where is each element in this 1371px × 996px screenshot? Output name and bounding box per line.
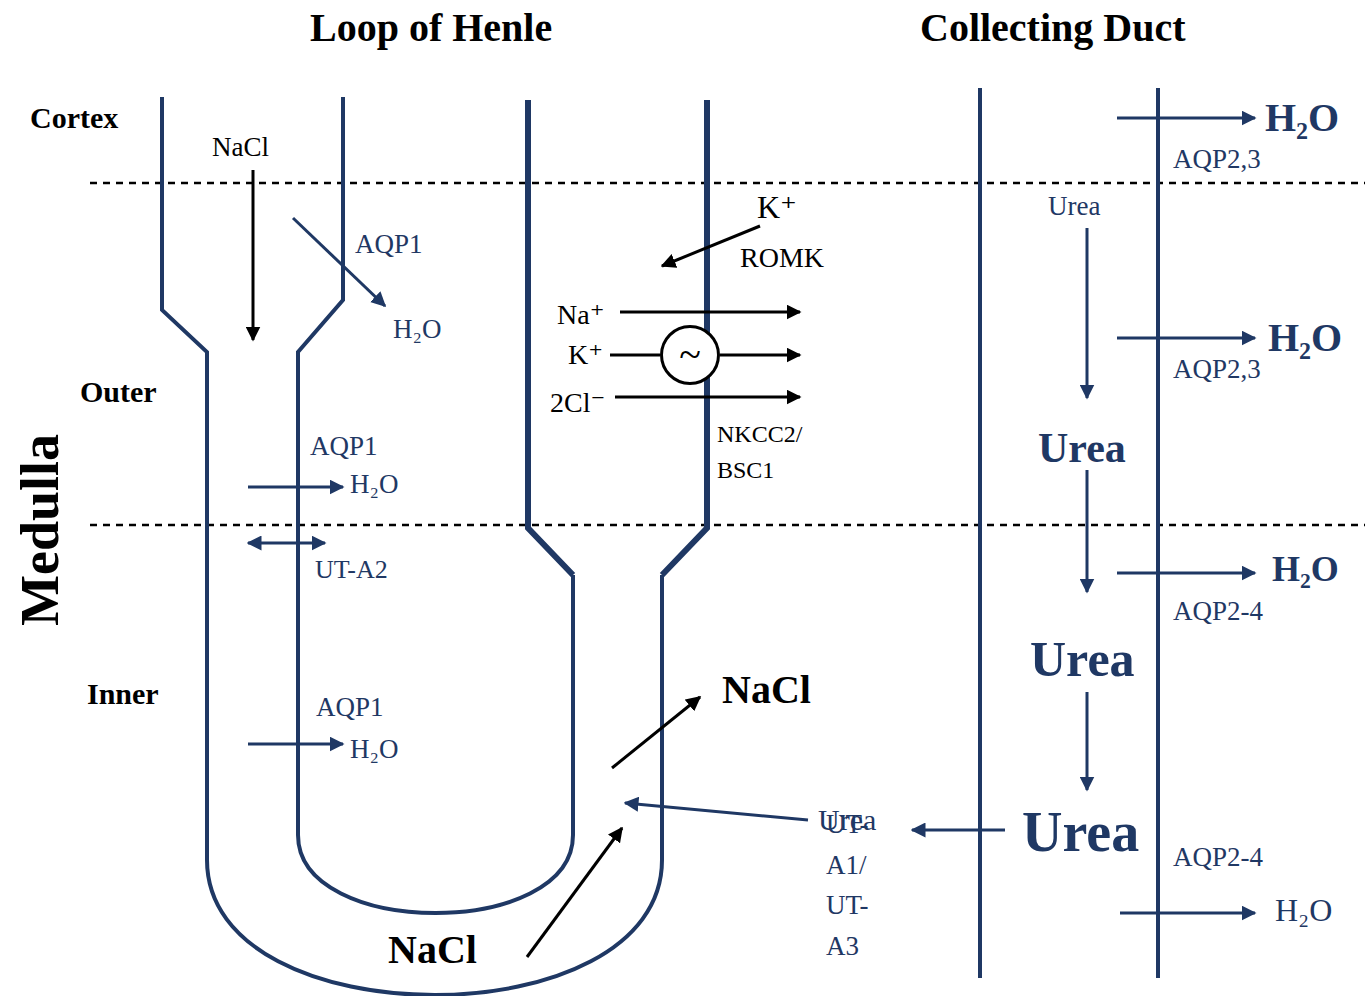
diagram-label: AQP2-4 (1173, 842, 1263, 873)
diagram-label: Urea (1030, 631, 1135, 689)
diagram-label: H₂O (1268, 315, 1342, 361)
diagram-label: Loop of Henle (310, 5, 552, 51)
diagram-label: H₂O (1272, 549, 1339, 590)
diagram-label: Medulla (9, 434, 71, 626)
transporter-symbol: ~ (679, 335, 701, 375)
diagram-label: K⁺ (757, 189, 797, 226)
diagram-label: AQP1 (355, 229, 423, 260)
diagram-label: NKCC2/ BSC1 (717, 416, 802, 488)
diagram-label: Cortex (30, 101, 118, 136)
diagram-label: Outer (80, 375, 157, 410)
diagram-label: K⁺ (568, 339, 603, 371)
diagram-label: Urea (1022, 800, 1139, 864)
diagram-label: ROMK (740, 242, 824, 274)
diagram-label: NaCl (722, 667, 811, 713)
diagram-label: Urea (1038, 424, 1126, 472)
diagram-label: AQP1 (316, 692, 384, 723)
diagram-label: UT-A1/ UT-A3 (826, 804, 869, 966)
diagram-label: Inner (87, 677, 159, 712)
diagram-label: NaCl (212, 132, 269, 163)
diagram-label: Na⁺ (557, 299, 604, 331)
diagram-label: AQP1 (310, 431, 378, 462)
transporter-circle: ~ (660, 325, 720, 385)
diagram-label: NaCl (388, 927, 477, 973)
diagram-label: AQP2-4 (1173, 596, 1263, 627)
diagram-label: H₂O (350, 734, 398, 765)
diagram-label: H₂O (350, 469, 398, 500)
diagram-label: H₂O (1265, 95, 1339, 141)
diagram-label: H₂O (1275, 892, 1332, 929)
diagram-label: Collecting Duct (920, 5, 1186, 51)
diagram-label: AQP2,3 (1173, 354, 1261, 385)
diagram-label: 2Cl⁻ (550, 387, 605, 419)
diagram-label: H₂O (393, 314, 441, 345)
diagram-label: AQP2,3 (1173, 144, 1261, 175)
diagram-label: UT-A2 (315, 555, 388, 585)
diagram-label: Urea (1048, 191, 1100, 222)
